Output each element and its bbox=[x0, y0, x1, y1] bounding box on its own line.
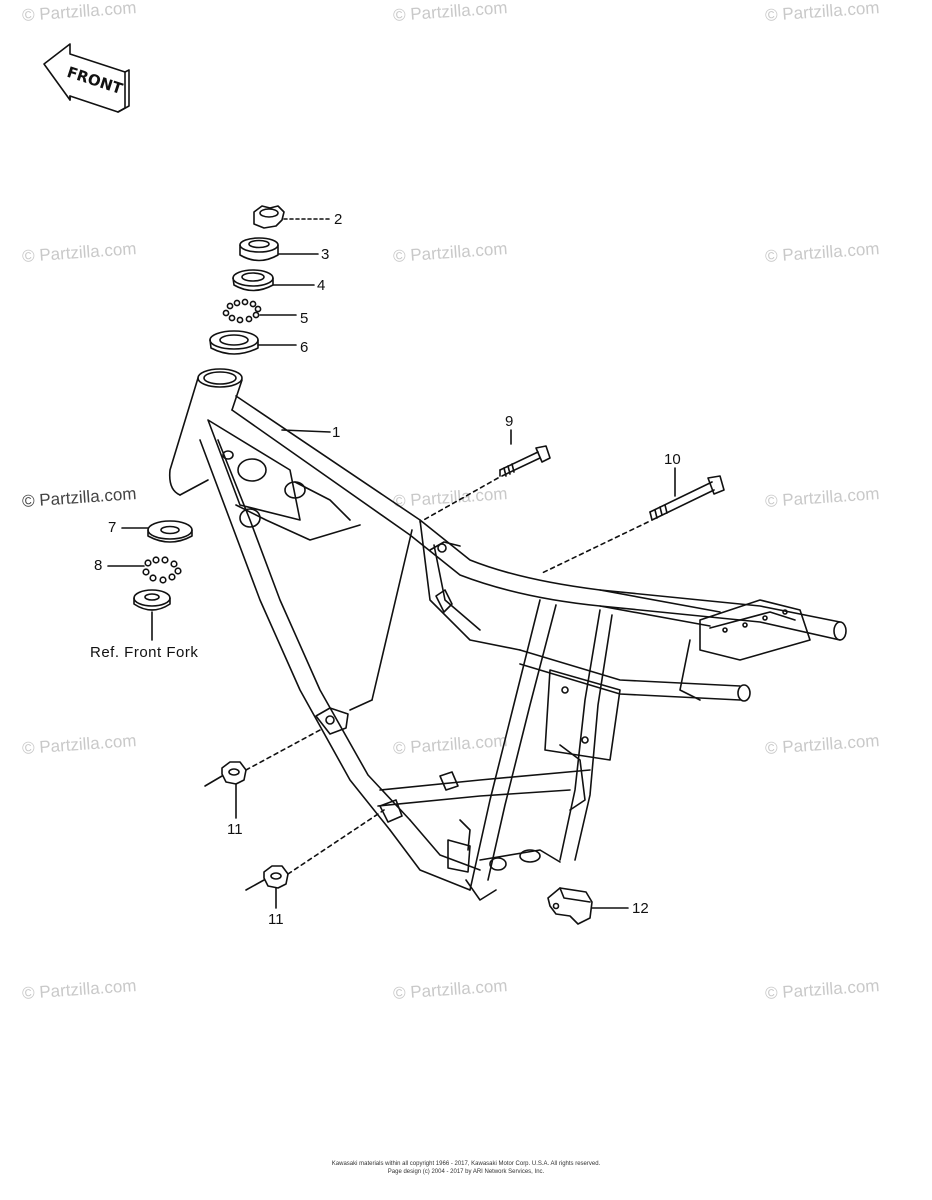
callout-3: 3 bbox=[321, 246, 330, 263]
washer-7-icon bbox=[147, 520, 193, 543]
frame-icon bbox=[168, 368, 847, 901]
bearing-race-upper-icon bbox=[232, 269, 274, 292]
callout-9: 9 bbox=[505, 413, 514, 430]
ball-bearings-upper-icon bbox=[222, 298, 262, 324]
nut-11-upper-icon bbox=[221, 761, 247, 785]
callout-12: 12 bbox=[632, 900, 649, 917]
steering-stem-nut-icon bbox=[253, 205, 285, 229]
nut-11-lower-icon bbox=[263, 865, 289, 889]
callout-10: 10 bbox=[664, 451, 681, 468]
callout-11-lower: 11 bbox=[268, 911, 284, 928]
bracket-12-icon bbox=[547, 887, 593, 925]
stem-cap-icon bbox=[239, 237, 279, 262]
mounting-bolt-9-icon bbox=[499, 445, 551, 477]
ref-front-fork-label: Ref. Front Fork bbox=[90, 644, 199, 661]
copyright-line-2: Page design (c) 2004 - 2017 by ARI Netwo… bbox=[387, 1169, 545, 1175]
callout-4: 4 bbox=[317, 277, 326, 294]
callout-7: 7 bbox=[108, 519, 117, 536]
callout-8: 8 bbox=[94, 557, 103, 574]
callout-1: 1 bbox=[332, 424, 341, 441]
copyright-line-1: Kawasaki materials within all copyright … bbox=[331, 1161, 601, 1167]
callout-11-upper: 11 bbox=[227, 821, 243, 838]
front-arrow-icon: FRONT bbox=[43, 43, 130, 113]
ball-bearings-lower-icon bbox=[142, 556, 182, 584]
mounting-bolt-10-icon bbox=[649, 475, 725, 521]
callout-2: 2 bbox=[334, 211, 343, 228]
callout-5: 5 bbox=[300, 310, 309, 327]
callout-6: 6 bbox=[300, 339, 309, 356]
bearing-cup-upper-icon bbox=[209, 330, 259, 355]
lower-bearing-cone-icon bbox=[133, 589, 171, 611]
